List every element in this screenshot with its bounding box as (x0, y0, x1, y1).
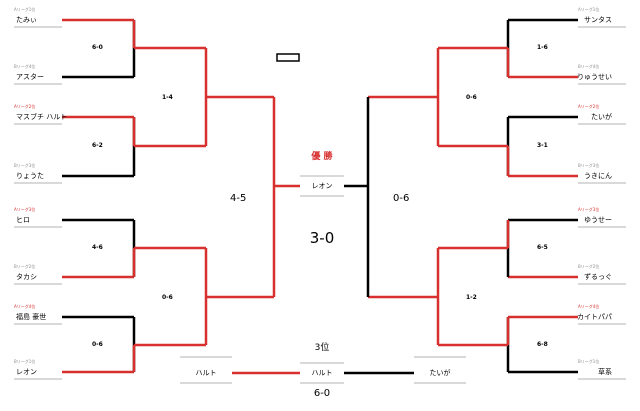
third-place-title: 3位 (314, 343, 330, 353)
seed-note: Bリーグ1位 (578, 359, 600, 364)
team-name: カイトパパ (577, 313, 612, 321)
team-name: ずるっぐ (584, 273, 612, 281)
semi-score: 0-6 (393, 193, 410, 204)
seed-note: Aリーグ2位 (578, 104, 600, 109)
match-score: 0-6 (92, 341, 103, 348)
seed-note: Aリーグ4位 (14, 304, 36, 309)
team-name: アスター (16, 73, 44, 81)
team-name: タカシ (16, 273, 37, 281)
team-name: 草系 (598, 368, 612, 376)
seed-note: Bリーグ3位 (14, 163, 36, 168)
match-score: 0-6 (466, 94, 477, 101)
team-name: 福島 豪世 (16, 313, 47, 321)
team-name: りゅうせい (577, 73, 612, 81)
seed-note: Bリーグ1位 (14, 359, 36, 364)
final-score: 3-0 (309, 229, 335, 247)
match-score: 6-2 (92, 142, 103, 149)
team-name: マスブチ ハルト (16, 113, 68, 121)
team-name: うきにん (584, 172, 612, 180)
match-score: 0-6 (162, 294, 173, 301)
match-score: 6-0 (92, 44, 103, 51)
third-place-right-name: たいが (429, 369, 451, 377)
champion-title: 優 勝 (311, 152, 333, 162)
seed-note: Bリーグ3位 (578, 163, 600, 168)
team-name: ゆうせー (584, 216, 612, 224)
match-score: 1-2 (466, 294, 477, 301)
seed-note: Aリーグ4位 (578, 304, 600, 309)
seed-note: Aリーグ3位 (14, 207, 36, 212)
match-score: 3-1 (537, 142, 548, 149)
team-name: サンタス (584, 16, 612, 24)
seed-note: Bリーグ4位 (14, 64, 36, 69)
match-score: 6-5 (537, 244, 548, 251)
team-name: たみぃ (16, 16, 37, 24)
seed-note: Aリーグ2位 (14, 104, 36, 109)
seed-note: Bリーグ2位 (578, 264, 600, 269)
third-place-left-name: ハルト (195, 369, 217, 377)
third-place-score: 6-0 (313, 388, 331, 399)
seed-note: Aリーグ3位 (578, 207, 600, 212)
semi-score: 4-5 (230, 193, 247, 204)
seed-note: Aリーグ1位 (578, 7, 600, 12)
team-name: りょうた (16, 172, 44, 180)
match-score: 6-8 (537, 341, 548, 348)
third-place-winner: ハルト (311, 369, 333, 377)
seed-note: Aリーグ1位 (14, 7, 36, 12)
match-score: 1-6 (537, 44, 548, 51)
team-name: ヒロ (16, 216, 30, 224)
team-name: たいが (591, 113, 612, 121)
team-name: レオン (16, 368, 37, 376)
match-score: 4-6 (92, 244, 103, 251)
trophy-placeholder (276, 53, 300, 62)
champion-name: レオン (311, 182, 333, 190)
seed-note: Bリーグ2位 (14, 264, 36, 269)
seed-note: Bリーグ4位 (578, 64, 600, 69)
match-score: 1-4 (162, 94, 173, 101)
